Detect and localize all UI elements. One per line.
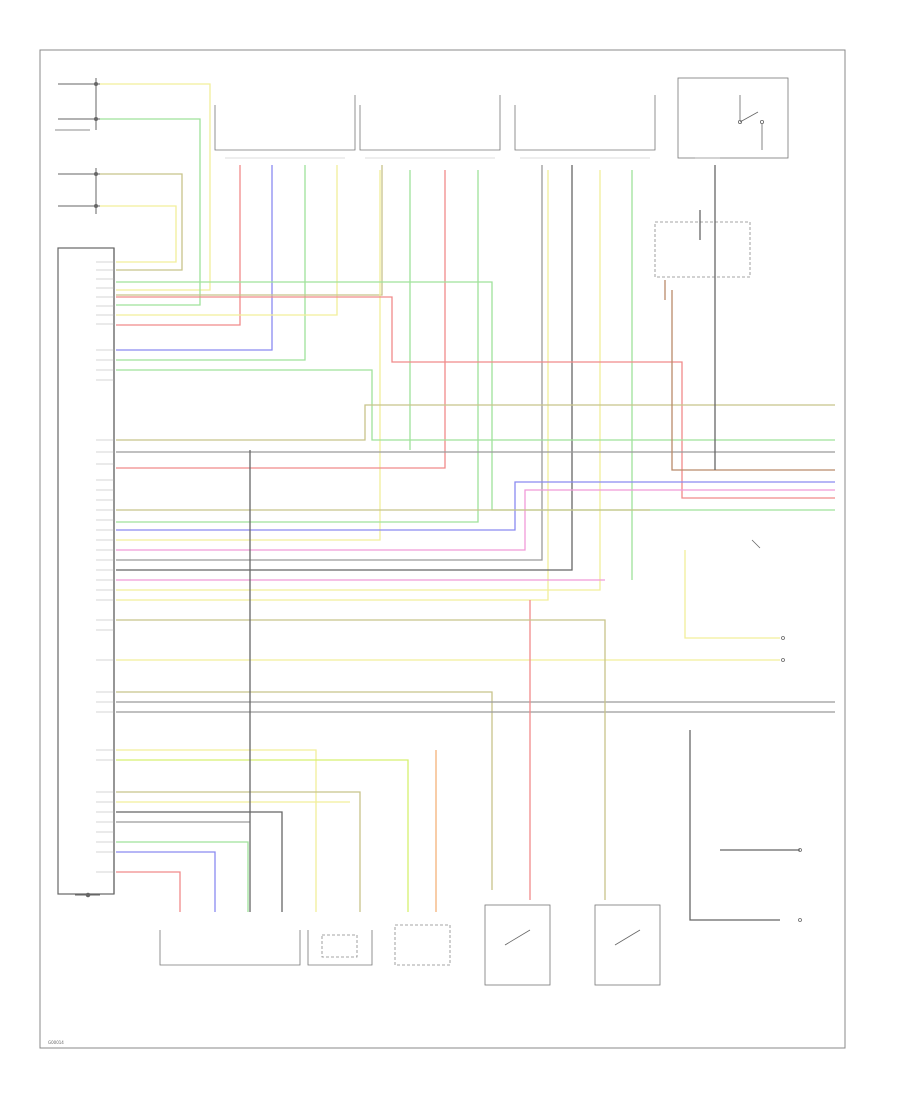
module-pin-ticks <box>96 261 114 873</box>
top-right-switch-icon <box>738 95 765 150</box>
bottom-component-left-buckle-switch <box>484 904 551 986</box>
top-component-center <box>359 95 501 151</box>
main-control-module <box>57 247 115 895</box>
right-mid-relay-box <box>654 221 751 278</box>
bottom-component-passenger-sensor <box>307 930 373 966</box>
module-ground-icon <box>75 892 100 898</box>
diagram-border <box>39 49 846 1049</box>
left-ground-connectors <box>55 78 100 214</box>
top-component-left <box>214 95 356 151</box>
top-component-right <box>514 95 656 151</box>
top-right-switch-box <box>677 77 789 159</box>
right-indicator-symbols <box>751 539 802 922</box>
bottom-component-seat-sensor <box>394 924 451 966</box>
bottom-component-right-buckle-switch <box>594 904 661 986</box>
footer-code: G00014 <box>48 1040 64 1045</box>
bottom-component-left-sensor <box>159 930 301 966</box>
